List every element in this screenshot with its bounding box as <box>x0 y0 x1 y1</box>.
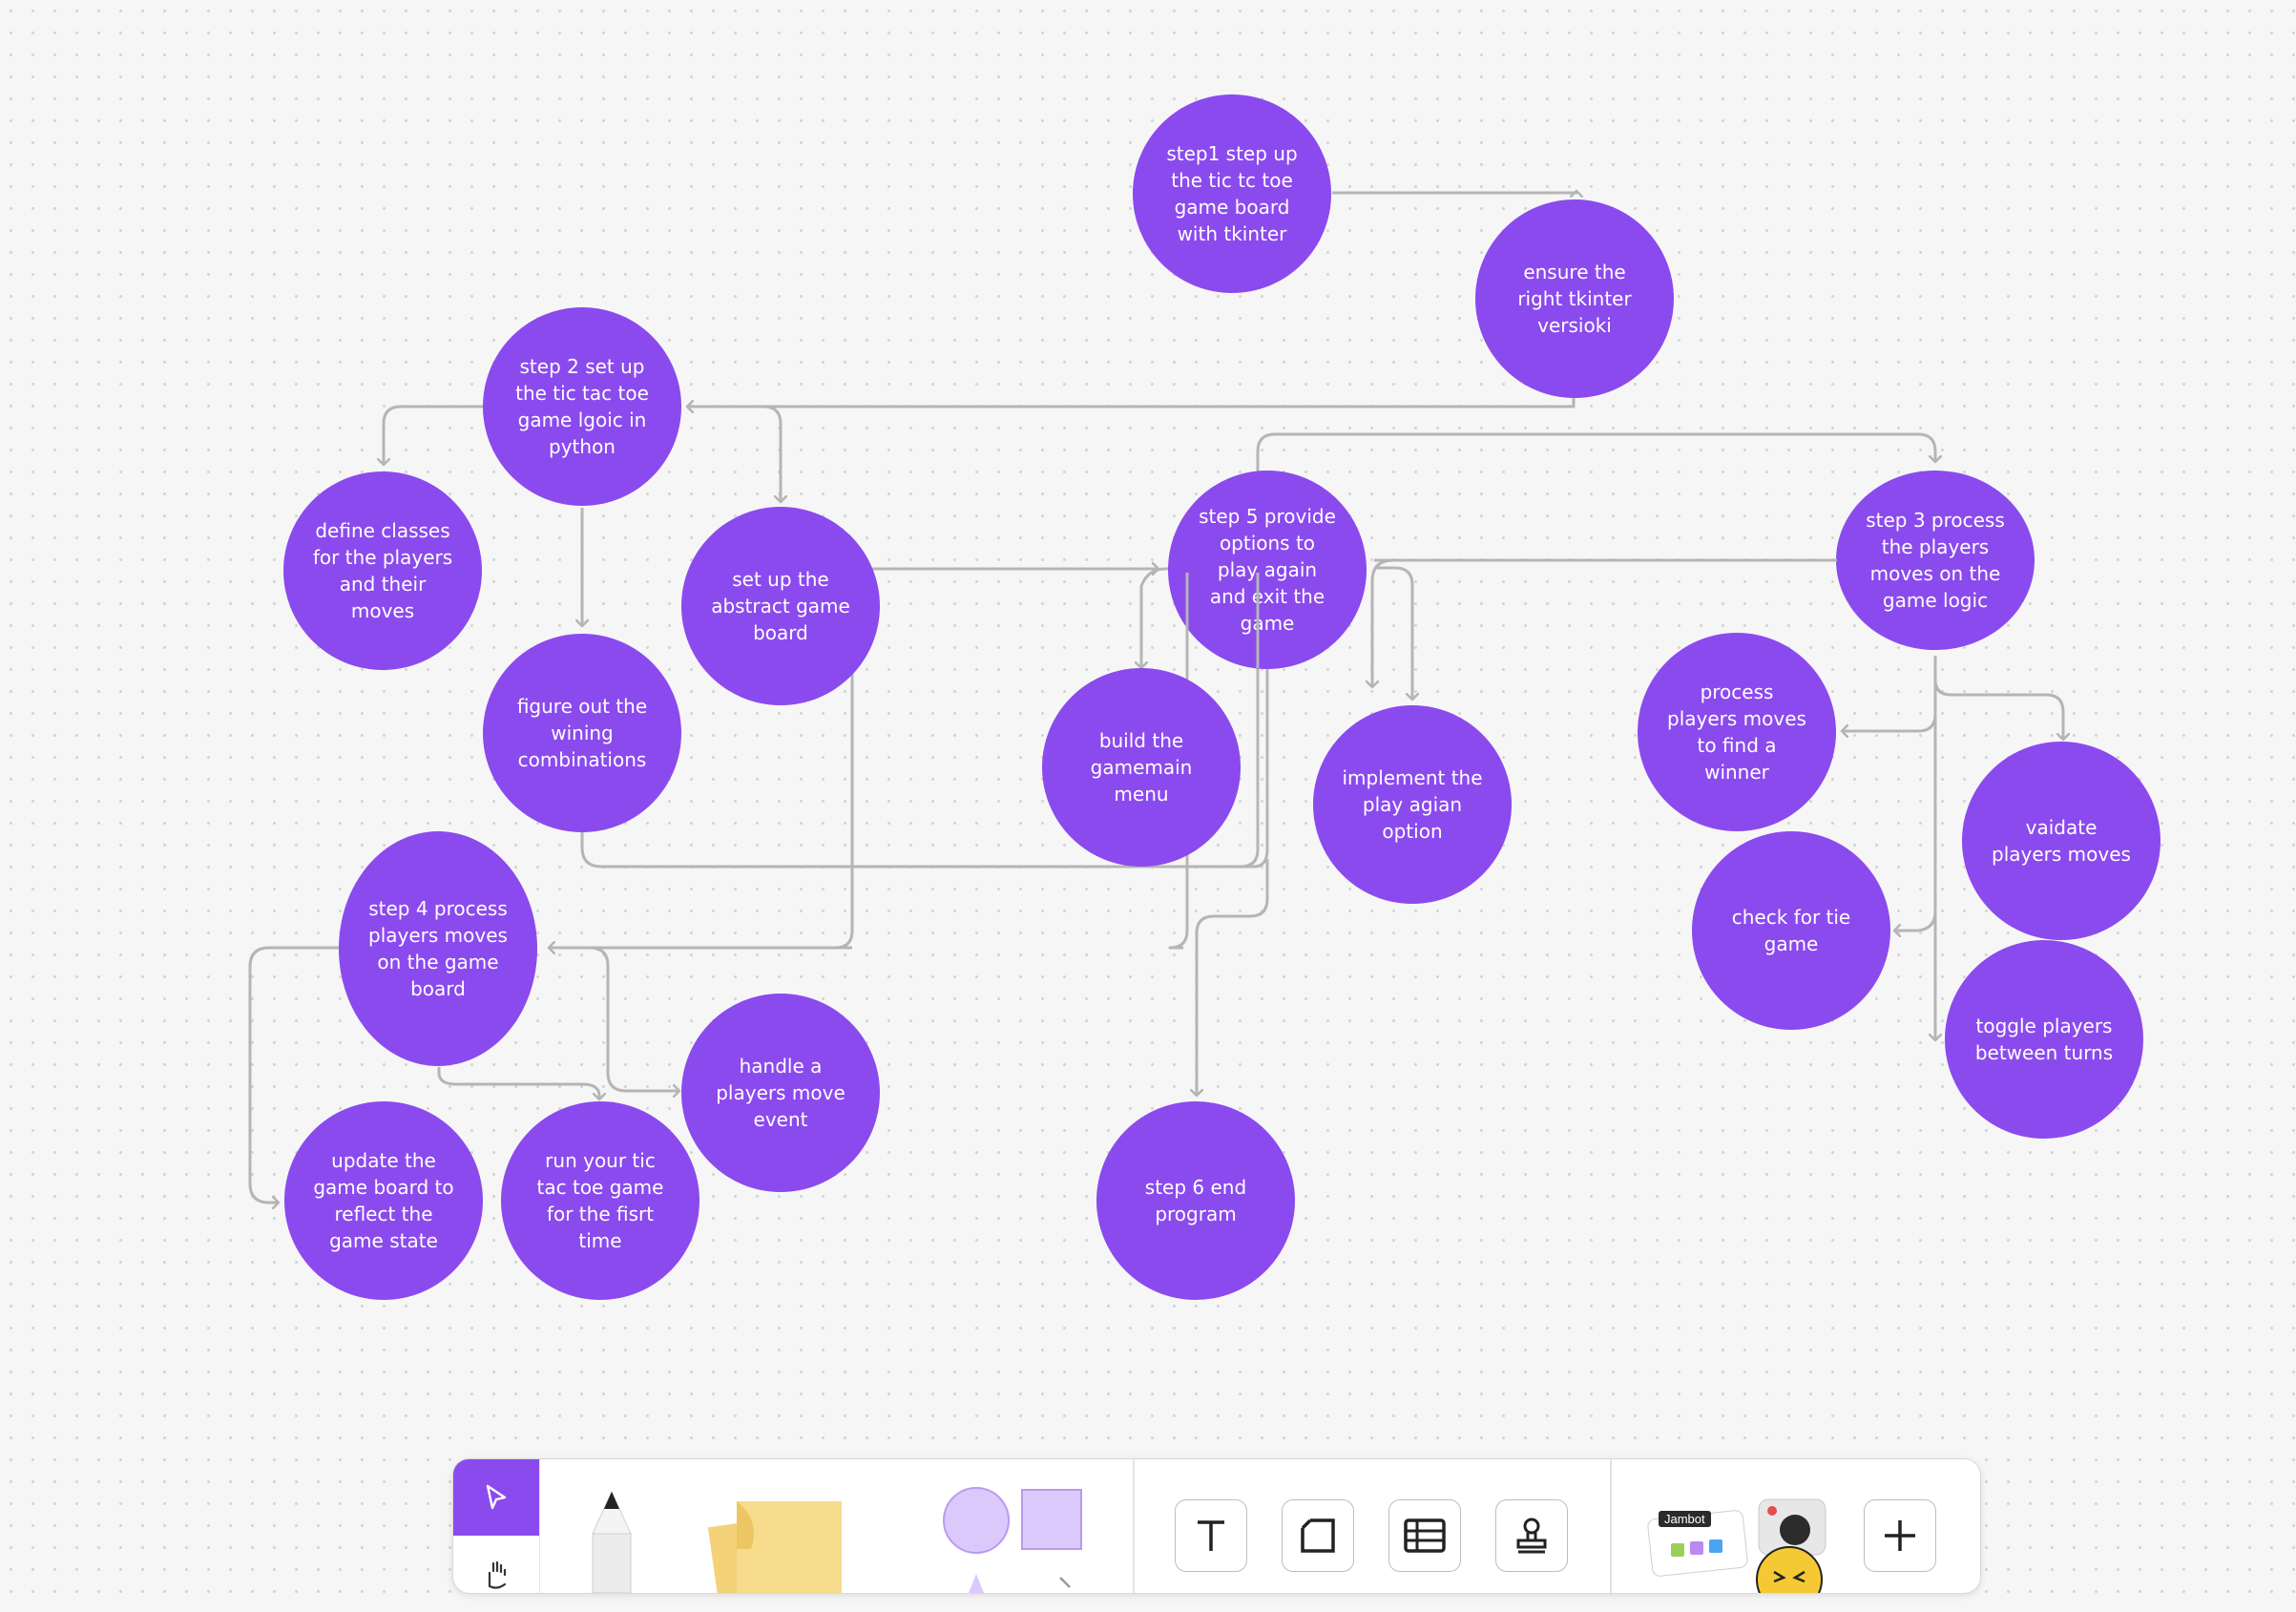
whiteboard-canvas[interactable]: step1 step up the tic tc toe game board … <box>0 0 2296 1575</box>
toolbar-divider <box>1610 1459 1612 1593</box>
connector <box>1933 656 2063 740</box>
flow-node-tie-game[interactable]: check for tie game <box>1692 831 1890 1030</box>
flow-node-step2[interactable]: step 2 set up the tic tac toe game lgoic… <box>483 307 681 506</box>
connector <box>1241 611 1269 869</box>
flow-node-find-winner[interactable]: process players moves to find a winner <box>1638 633 1836 831</box>
flow-node-handle-move[interactable]: handle a players move event <box>681 994 880 1192</box>
connector <box>1332 191 1576 193</box>
flow-node-winning-combinations[interactable]: figure out the wining combinations <box>483 634 681 832</box>
jambot-label: Jambot <box>1659 1511 1711 1527</box>
stamp-icon[interactable] <box>1495 1499 1568 1572</box>
shapes-icon[interactable] <box>940 1486 1093 1593</box>
apps-icon[interactable] <box>1646 1488 1847 1612</box>
flow-node-run-game[interactable]: run your tic tac toe game for the fisrt … <box>501 1101 699 1300</box>
bottom-toolbar <box>452 1458 1981 1612</box>
connector <box>248 946 340 1203</box>
flow-node-step4[interactable]: step 4 process players moves on the game… <box>339 831 537 1066</box>
connector <box>687 405 781 502</box>
mode-selector <box>453 1459 540 1593</box>
connector <box>1894 706 1937 931</box>
connector <box>1374 566 1412 700</box>
flow-node-update-board[interactable]: update the game board to reflect the gam… <box>284 1101 483 1300</box>
flow-node-validate-moves[interactable]: vaidate players moves <box>1962 742 2160 940</box>
hand-icon[interactable] <box>453 1536 539 1612</box>
pointer-arrow-icon[interactable] <box>453 1459 539 1536</box>
plus-icon[interactable] <box>1864 1499 1936 1572</box>
flow-node-play-again[interactable]: implement the play agian option <box>1313 705 1512 904</box>
connector <box>437 1067 599 1099</box>
connector <box>384 405 484 465</box>
sticky-notes-icon[interactable] <box>703 1492 846 1603</box>
flow-node-step3[interactable]: step 3 process the players moves on the … <box>1836 471 2035 650</box>
flow-node-step5[interactable]: step 5 provide options to play again and… <box>1168 471 1367 669</box>
connector <box>687 398 1576 407</box>
flow-node-step1[interactable]: step1 step up the tic tc toe game board … <box>1133 94 1331 293</box>
frame-icon[interactable] <box>1282 1499 1354 1572</box>
flow-node-tkinter-version[interactable]: ensure the right tkinter versioki <box>1475 199 1674 398</box>
flow-node-main-menu[interactable]: build the gamemain menu <box>1042 668 1241 867</box>
connector <box>1197 859 1269 1096</box>
flow-node-step6[interactable]: step 6 end program <box>1096 1101 1295 1300</box>
text-icon[interactable] <box>1175 1499 1247 1572</box>
connector <box>1168 567 1189 950</box>
connector <box>553 946 679 1091</box>
toolbar-divider <box>1133 1459 1135 1593</box>
flow-node-abstract-board[interactable]: set up the abstract game board <box>681 507 880 705</box>
table-icon[interactable] <box>1388 1499 1461 1572</box>
pen-icon[interactable] <box>583 1488 640 1594</box>
flow-node-define-classes[interactable]: define classes for the players and their… <box>283 471 482 670</box>
flow-node-toggle-players[interactable]: toggle players between turns <box>1945 940 2143 1139</box>
connector <box>1842 680 1937 731</box>
connector <box>1141 567 1187 668</box>
